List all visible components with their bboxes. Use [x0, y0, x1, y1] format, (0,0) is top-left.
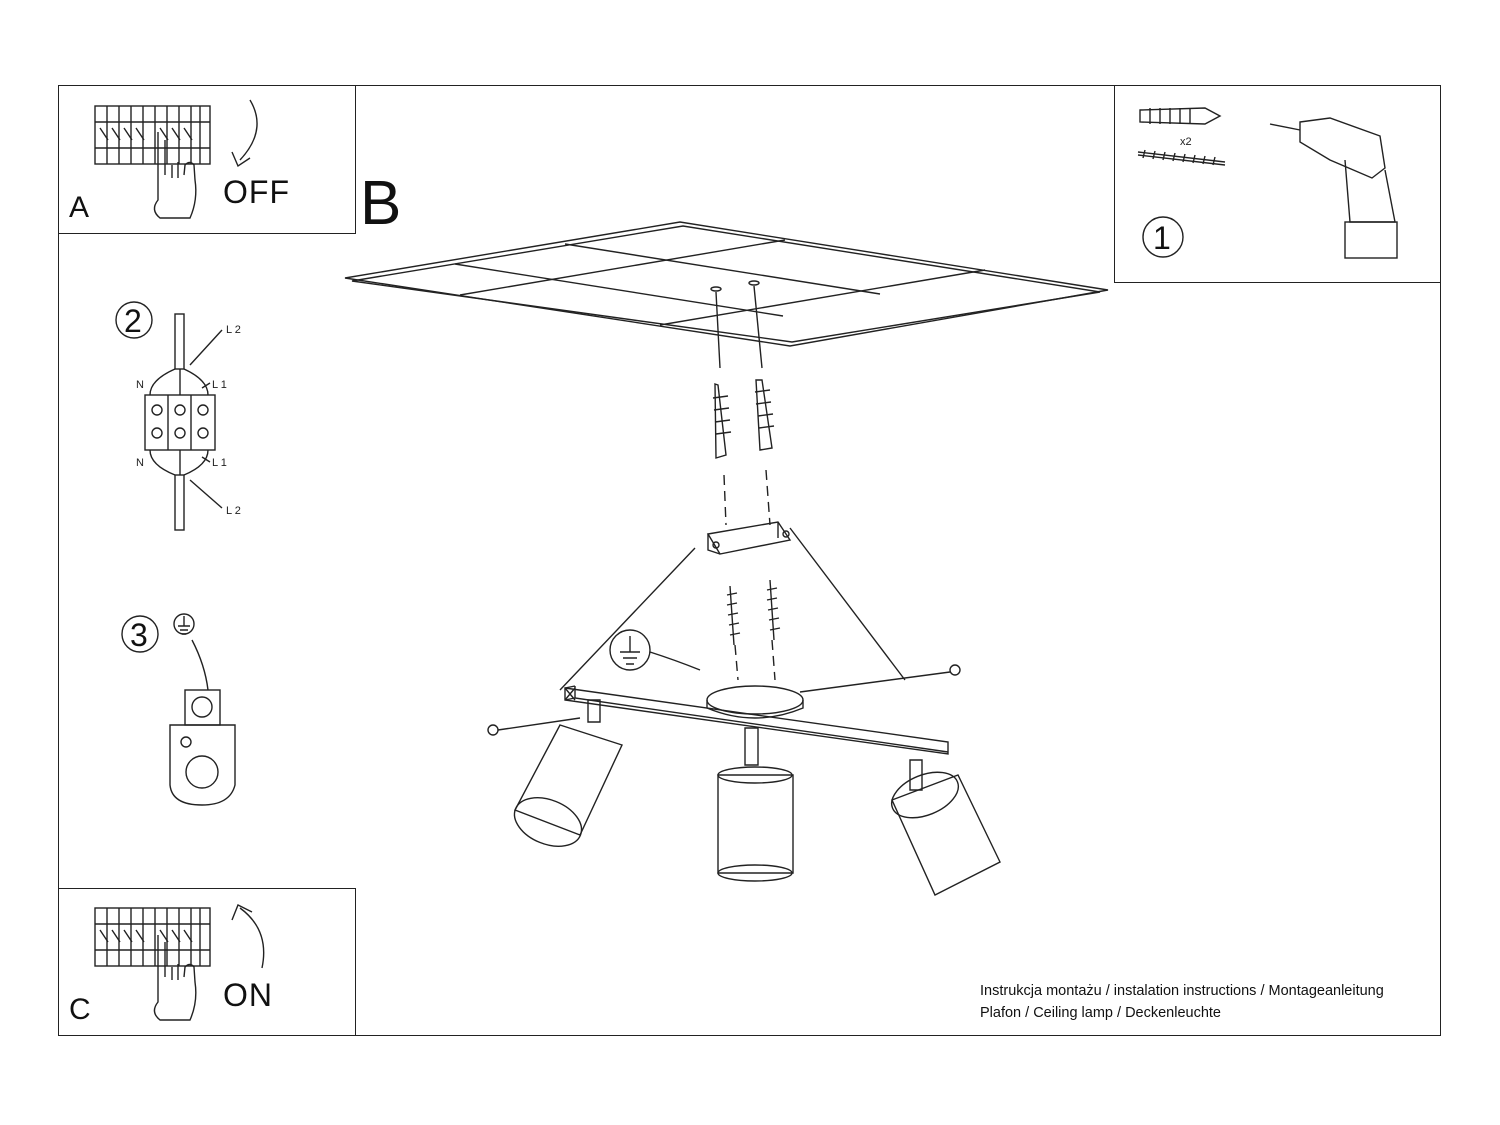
wall-plug-icon: [712, 379, 775, 459]
step-c-panel: C ON: [58, 888, 356, 1036]
step-c-letter: C: [69, 993, 91, 1026]
step-2-number: 2: [124, 303, 142, 339]
quantity-label: x2: [1180, 136, 1192, 148]
step-a-letter: A: [69, 191, 90, 224]
label-l2-top: L 2: [226, 324, 241, 336]
circuit-breaker-icon: [94, 105, 211, 165]
footer-line-1: Instrukcja montażu / instalation instruc…: [980, 983, 1384, 999]
canopy: [706, 685, 804, 719]
step-a-state: OFF: [223, 174, 290, 210]
spotlight-center: [717, 727, 794, 882]
circuit-breaker-icon: [94, 907, 211, 967]
step-3-number: 3: [130, 617, 148, 653]
footer-caption: Instrukcja montażu / instalation instruc…: [980, 980, 1384, 1024]
screw-icon: [1137, 149, 1226, 166]
step-c-state: ON: [223, 977, 273, 1013]
drill-icon: [1142, 117, 1398, 259]
arrow-up-icon: [231, 904, 265, 969]
ceiling-panel: [344, 221, 1109, 347]
step-1-panel: [1114, 85, 1441, 283]
screw-icon: [487, 579, 961, 736]
footer-line-2: Plafon / Ceiling lamp / Deckenleuchte: [980, 1005, 1221, 1021]
label-l2-bottom: L 2: [226, 505, 241, 517]
ceiling-holes: [710, 280, 763, 369]
label-n-bottom: N: [136, 457, 144, 469]
terminal-block-icon: [115, 301, 223, 531]
step-b-letter: B: [360, 169, 402, 238]
label-l1-top: L 1: [212, 379, 227, 391]
lamp-bar: [564, 685, 949, 755]
wall-plug-icon: [1139, 107, 1222, 125]
ground-symbol-icon: [121, 613, 236, 806]
arrow-down-icon: [231, 99, 258, 168]
label-n-top: N: [136, 379, 144, 391]
spotlight-right: [890, 759, 1001, 896]
instruction-sheet-frame: [58, 85, 1441, 1036]
ground-symbol-icon: [609, 629, 701, 671]
hand-icon: [153, 132, 197, 219]
step-1-number: 1: [1153, 220, 1171, 256]
label-l1-bottom: L 1: [212, 457, 227, 469]
spotlight-left: [513, 699, 623, 847]
mounting-bracket: [559, 521, 906, 691]
hand-icon: [153, 935, 197, 1021]
